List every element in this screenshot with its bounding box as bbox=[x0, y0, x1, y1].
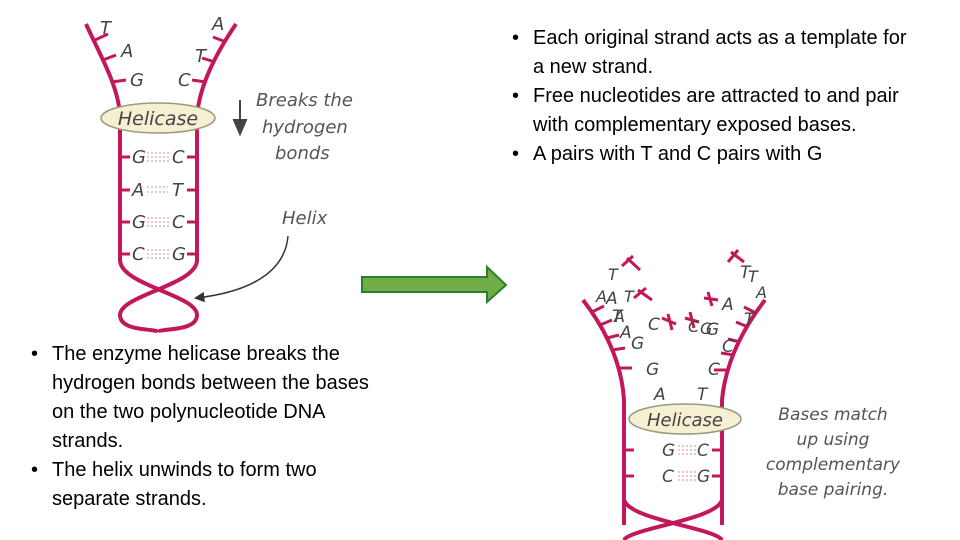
right-strand-left-base-6: G bbox=[646, 360, 659, 380]
right-fork-strand-left bbox=[581, 298, 626, 525]
right-strand-right-base-2: A bbox=[721, 295, 734, 315]
left-pair-3-left: G bbox=[132, 212, 146, 233]
right-pair-1-left: G bbox=[662, 441, 675, 461]
right-strand-left-base-5: G bbox=[631, 334, 644, 354]
right-helicase-label: Helicase bbox=[647, 410, 723, 431]
right-strand-right-base-6: C bbox=[708, 360, 720, 380]
left-fork-base-6: C bbox=[178, 70, 191, 91]
left-hydrogen-bonds bbox=[147, 152, 171, 259]
breaks-annotation-line-1: Breaks the bbox=[256, 90, 353, 111]
left-fork-base-3: A bbox=[120, 41, 133, 62]
right-pair-2-left: C bbox=[662, 467, 674, 487]
right-strand-stubs bbox=[591, 304, 757, 372]
right-strand-right-base-3: T bbox=[744, 310, 756, 330]
bullet-helicase-breaks-bonds: The enzyme helicase breaks the hydrogen … bbox=[27, 340, 387, 456]
left-pair-stubs bbox=[120, 155, 197, 256]
left-fork-base-4: T bbox=[195, 46, 208, 67]
right-hydrogen-bonds bbox=[678, 445, 696, 481]
right-helicase-enzyme bbox=[628, 403, 742, 435]
left-helix-strand-b bbox=[117, 259, 199, 334]
helix-annotation: Helix bbox=[282, 208, 328, 229]
right-strand-left-base-2: T bbox=[612, 307, 624, 327]
right-strand-left-base-7: A bbox=[653, 385, 666, 405]
free-nucleotide-7: T bbox=[748, 267, 759, 286]
left-helix-strand-a bbox=[118, 259, 200, 334]
down-arrow-icon bbox=[232, 100, 248, 137]
left-helicase-label: Helicase bbox=[118, 108, 198, 130]
bullet-helix-unwinds: The helix unwinds to form two separate s… bbox=[27, 456, 387, 514]
pairing-annotation-line-3: complementary bbox=[766, 455, 901, 475]
left-fork-base-5: G bbox=[130, 70, 144, 91]
right-strand-left-base-4: C bbox=[648, 315, 660, 335]
right-strand-right-base-1: T bbox=[740, 263, 752, 283]
left-fork-stubs bbox=[94, 32, 227, 84]
breaks-annotation-line-3: bonds bbox=[275, 143, 330, 164]
right-helix-strand-b bbox=[622, 498, 724, 540]
left-pair-1-left: G bbox=[132, 147, 146, 168]
free-nucleotide-5: C bbox=[688, 317, 700, 336]
right-strand-left-base-1: A bbox=[605, 289, 618, 309]
free-nucleotide-1: T bbox=[608, 265, 619, 284]
right-pair-stubs bbox=[624, 448, 722, 478]
left-pair-4-left: C bbox=[132, 244, 145, 265]
free-nucleotide-2: A bbox=[595, 287, 607, 306]
helix-pointer-arrow bbox=[193, 235, 289, 303]
left-pair-2-left: A bbox=[131, 180, 144, 201]
left-dna-diagram: T A A T G C Helicase G C A T G C C G bbox=[84, 14, 353, 334]
left-pair-1-right: C bbox=[172, 147, 185, 168]
right-strand-right-base-5: C bbox=[722, 337, 734, 357]
free-nucleotide-6: G bbox=[700, 319, 712, 338]
pairing-annotation-line-1: Bases match bbox=[778, 405, 887, 425]
right-pair-1-right: C bbox=[697, 441, 709, 461]
breaks-annotation-line-2: hydrogen bbox=[262, 117, 348, 138]
left-fork-base-2: A bbox=[211, 14, 224, 35]
helicase-bullet-list: The enzyme helicase breaks the hydrogen … bbox=[27, 340, 387, 514]
free-nucleotide-8: A bbox=[755, 283, 767, 302]
bullet-base-pairing-rule: A pairs with T and C pairs with G bbox=[508, 140, 908, 169]
free-nucleotides bbox=[620, 249, 745, 331]
left-pair-4-right: G bbox=[172, 244, 186, 265]
right-arrow-icon bbox=[361, 264, 508, 305]
left-helicase-enzyme bbox=[100, 102, 216, 134]
right-dna-diagram: A T A C G G A T A T G C C T T A T A C G … bbox=[581, 249, 901, 540]
right-strand-right-base-7: T bbox=[697, 385, 709, 405]
left-pair-2-right: T bbox=[172, 180, 185, 201]
bullet-template-strand: Each original strand acts as a template … bbox=[508, 24, 908, 82]
free-nucleotide-3: T bbox=[624, 287, 635, 306]
pairing-annotation-line-4: base pairing. bbox=[778, 480, 889, 500]
right-pair-2-right: G bbox=[697, 467, 710, 487]
right-strand-right-base-4: G bbox=[706, 320, 719, 340]
left-pair-3-right: C bbox=[172, 212, 185, 233]
pairing-annotation-line-2: up using bbox=[797, 430, 870, 450]
bullet-free-nucleotides: Free nucleotides are attracted to and pa… bbox=[508, 82, 908, 140]
free-nucleotide-4: A bbox=[613, 307, 625, 326]
replication-bullet-list: Each original strand acts as a template … bbox=[508, 24, 908, 169]
right-strand-left-base-3: A bbox=[619, 323, 632, 343]
left-fork-base-1: T bbox=[100, 18, 113, 39]
